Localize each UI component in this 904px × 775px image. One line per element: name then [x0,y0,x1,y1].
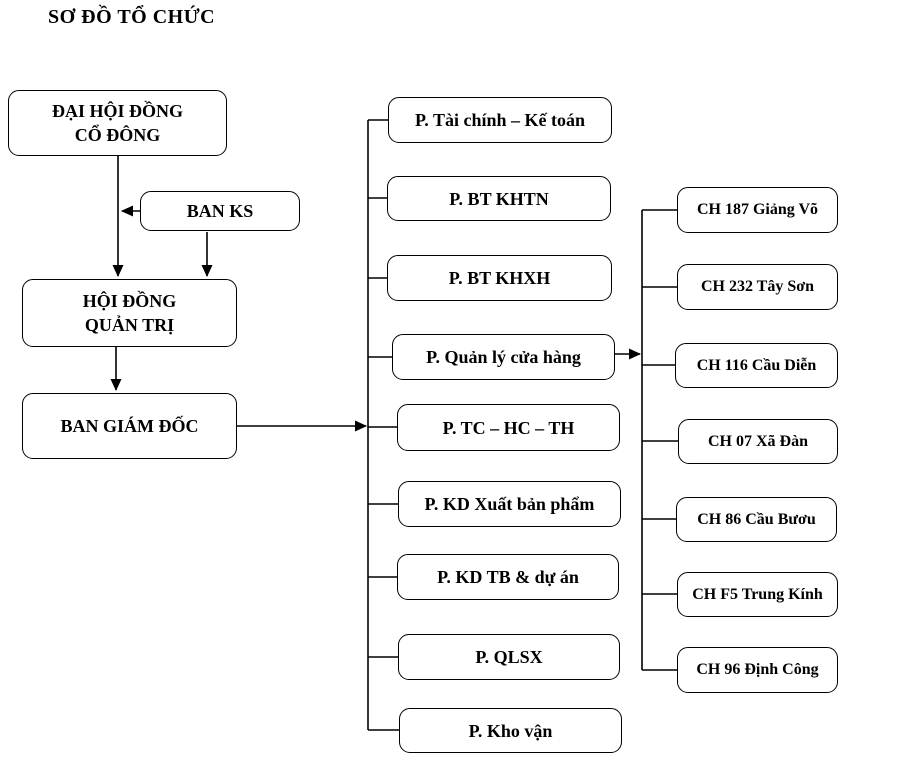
department-box: P. Quản lý cửa hàng [392,334,615,380]
store-box: CH 86 Cầu Bươu [676,497,837,542]
node-label: HỘI ĐỒNG [82,291,177,311]
node-label: CH 116 Cầu Diễn [696,356,817,374]
node-label: CỔ ĐÔNG [74,125,161,145]
department-box: P. KD Xuất bản phẩm [398,481,621,527]
department-box: P. Tài chính – Kế toán [388,97,612,143]
node-label: CH 232 Tây Sơn [700,278,815,295]
node-label: QUẢN TRỊ [84,315,175,335]
node-label: P. BT KHTN [449,188,549,209]
node-label: P. KD Xuất bản phẩm [424,494,595,514]
node-label: CH F5 Trung Kính [692,585,823,603]
store-box: CH F5 Trung Kính [677,572,838,617]
node-label: P. QLSX [475,647,543,667]
node-label: CH 07 Xã Đàn [707,432,808,450]
node-label: P. Tài chính – Kế toán [414,110,586,130]
node-label: CH 86 Cầu Bươu [697,510,816,528]
department-box: P. BT KHTN [387,176,611,221]
node-label: BAN KS [186,201,254,221]
node-supervisory-board: BAN KS [140,191,300,231]
department-box: P. QLSX [398,634,620,680]
department-box: P. BT KHXH [387,255,612,301]
department-box: P. TC – HC – TH [397,404,620,451]
node-label: P. Quản lý cửa hàng [426,347,581,367]
node-label: BAN GIÁM ĐỐC [60,416,199,436]
node-label: P. BT KHXH [448,268,551,288]
node-board-of-directors: HỘI ĐỒNG QUẢN TRỊ [22,279,237,347]
node-executive-board: BAN GIÁM ĐỐC [22,393,237,459]
node-label: ĐẠI HỘI ĐỒNG [51,101,183,121]
store-box: CH 187 Giảng Võ [677,187,838,233]
node-label: CH 96 Định Công [696,661,819,678]
node-label: P. TC – HC – TH [442,417,575,438]
node-label: P. KD TB & dự án [437,567,579,587]
node-shareholders-meeting: ĐẠI HỘI ĐỒNG CỔ ĐÔNG [8,90,227,156]
node-label: CH 187 Giảng Võ [696,201,819,218]
store-box: CH 232 Tây Sơn [677,264,838,310]
department-box: P. Kho vận [399,708,622,753]
page-title: SƠ ĐỒ TỔ CHỨC [48,6,216,28]
node-label: P. Kho vận [468,720,553,741]
department-box: P. KD TB & dự án [397,554,619,600]
store-box: CH 96 Định Công [677,647,838,693]
store-box: CH 07 Xã Đàn [678,419,838,464]
store-box: CH 116 Cầu Diễn [675,343,838,388]
